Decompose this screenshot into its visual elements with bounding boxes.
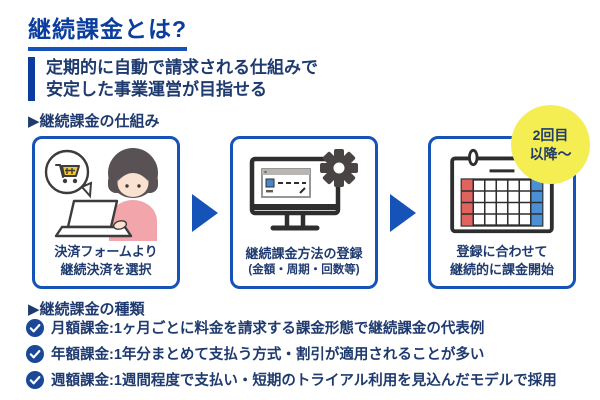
- types-section-heading: ▶継続課金の種類: [28, 301, 145, 318]
- list-item: 年額課金:1年分まとめて支払う方式・割引が適用されることが多い: [26, 343, 557, 364]
- woman-laptop-cart-illustration: [35, 139, 177, 243]
- billing-type-yearly: 年額課金:1年分まとめて支払う方式・割引が適用されることが多い: [51, 347, 485, 363]
- billing-type-weekly: 週額課金:1週間程度で支払い・短期のトライアル利用を見込んだモデルで採用: [51, 373, 557, 389]
- step-caption: 登録に合わせて 継続的に課金開始: [450, 243, 554, 279]
- flow-section-heading: ▶継続課金の仕組み: [28, 113, 160, 130]
- flow-arrow-right-icon: [390, 193, 416, 232]
- step1-caption-line1: 決済フォームより: [54, 244, 158, 260]
- gear-icon: [320, 149, 358, 188]
- woman-laptop-cart-icon: [44, 148, 158, 242]
- page-title: 継続課金とは?: [28, 10, 188, 51]
- step2-caption-line2: (金額・周期・回数等): [248, 264, 360, 277]
- billing-type-monthly: 月額課金:1ヶ月ごとに料金を請求する課金形態で継続課金の代表例: [51, 321, 485, 337]
- lead-text: 定期的に自動で請求される仕組みで 安定した事業運営が目指せる: [28, 57, 318, 101]
- lead-line-1: 定期的に自動で請求される仕組みで: [46, 58, 318, 77]
- step3-caption-line2: 継続的に課金開始: [449, 262, 554, 278]
- step3-caption-line1: 登録に合わせて: [456, 244, 548, 260]
- repeat-billing-badge: 2回目 以降〜: [511, 105, 590, 184]
- flow-step-register-method: 継続課金方法の登録 (金額・周期・回数等): [230, 136, 378, 289]
- flow-diagram: 決済フォームより 継続決済を選択: [32, 136, 576, 289]
- monitor-gear-illustration: [233, 139, 375, 245]
- billing-types-list: 月額課金:1ヶ月ごとに料金を請求する課金形態で継続課金の代表例 年額課金:1年分…: [26, 317, 557, 390]
- flow-arrow-right-icon: [192, 193, 218, 232]
- badge-line2: 以降〜: [529, 145, 572, 162]
- flow-step-payment-form: 決済フォームより 継続決済を選択: [32, 136, 180, 289]
- list-item: 週額課金:1週間程度で支払い・短期のトライアル利用を見込んだモデルで採用: [26, 369, 557, 390]
- lead-line-2: 安定した事業運営が目指せる: [46, 79, 267, 99]
- check-circle-icon: [26, 344, 44, 363]
- check-circle-icon: [26, 370, 44, 389]
- step-caption: 継続課金方法の登録 (金額・周期・回数等): [245, 245, 362, 279]
- badge-line1: 2回目: [532, 127, 569, 144]
- shopping-cart-icon: [55, 164, 80, 184]
- check-circle-icon: [26, 318, 44, 337]
- list-item: 月額課金:1ヶ月ごとに料金を請求する課金形態で継続課金の代表例: [26, 317, 557, 338]
- step1-caption-line2: 継続決済を選択: [60, 262, 152, 278]
- step2-caption-line1: 継続課金方法の登録: [245, 246, 363, 262]
- monitor-gear-icon: [249, 149, 358, 231]
- step-caption: 決済フォームより 継続決済を選択: [54, 243, 157, 279]
